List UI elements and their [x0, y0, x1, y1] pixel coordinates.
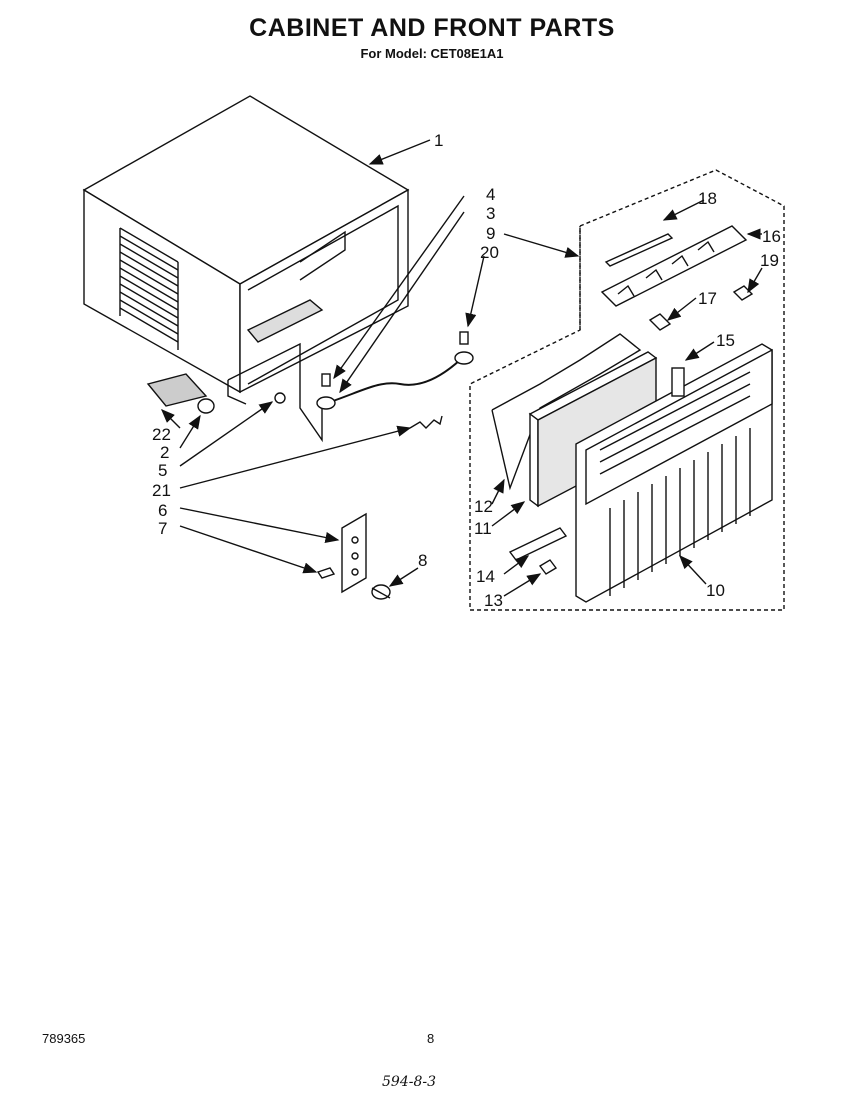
callout-17: 17: [698, 289, 717, 308]
callout-19: 19: [760, 251, 779, 270]
callout-12: 12: [474, 497, 493, 516]
callout-8: 8: [418, 551, 427, 570]
gasket-part: [146, 373, 208, 407]
ground-wire-part: [316, 331, 474, 410]
callout-9: 9: [486, 224, 495, 243]
callout-13: 13: [484, 591, 503, 610]
callout-20: 20: [480, 243, 499, 262]
front-grille-part: [575, 343, 773, 603]
callout-3: 3: [486, 204, 495, 223]
callout-14: 14: [476, 567, 495, 586]
leader-lines: [161, 139, 763, 597]
bracket-plate-part: [341, 512, 367, 594]
clip-17-part: [648, 313, 672, 331]
callout-15: 15: [716, 331, 735, 350]
clip-part: [409, 415, 443, 429]
knob-part: [371, 584, 391, 600]
handwritten-note: 594-8-3: [382, 1074, 436, 1090]
callout-21: 21: [152, 481, 171, 500]
nut-part: [274, 392, 286, 404]
callout-4: 4: [486, 185, 495, 204]
callout-11: 11: [474, 519, 492, 538]
tab-part: [671, 367, 685, 397]
callout-1: 1: [434, 131, 443, 150]
trim-part: [508, 527, 568, 561]
front-assembly-box: [469, 169, 785, 611]
louver-frame-part: [600, 225, 748, 307]
plug-part: [197, 398, 215, 414]
callout-18: 18: [698, 189, 717, 208]
callout-22: 22: [152, 425, 171, 444]
cabinet-part: [82, 95, 410, 443]
callout-7: 7: [158, 519, 167, 538]
page-title: CABINET AND FRONT PARTS: [249, 14, 615, 42]
callout-6: 6: [158, 501, 167, 520]
callout-5: 5: [158, 461, 167, 480]
callout-10: 10: [706, 581, 725, 600]
screw-part: [316, 567, 336, 579]
filter-frame-part: [491, 333, 642, 491]
louver-bar-part: [604, 233, 674, 267]
clip-19-part: [732, 285, 754, 301]
model-subtitle: For Model: CET08E1A1: [360, 46, 504, 61]
callout-2: 2: [160, 443, 169, 462]
clip-13-part: [538, 559, 558, 575]
callout-16: 16: [762, 227, 781, 246]
document-number: 789365: [42, 1031, 86, 1046]
page-number: 8: [427, 1031, 435, 1046]
